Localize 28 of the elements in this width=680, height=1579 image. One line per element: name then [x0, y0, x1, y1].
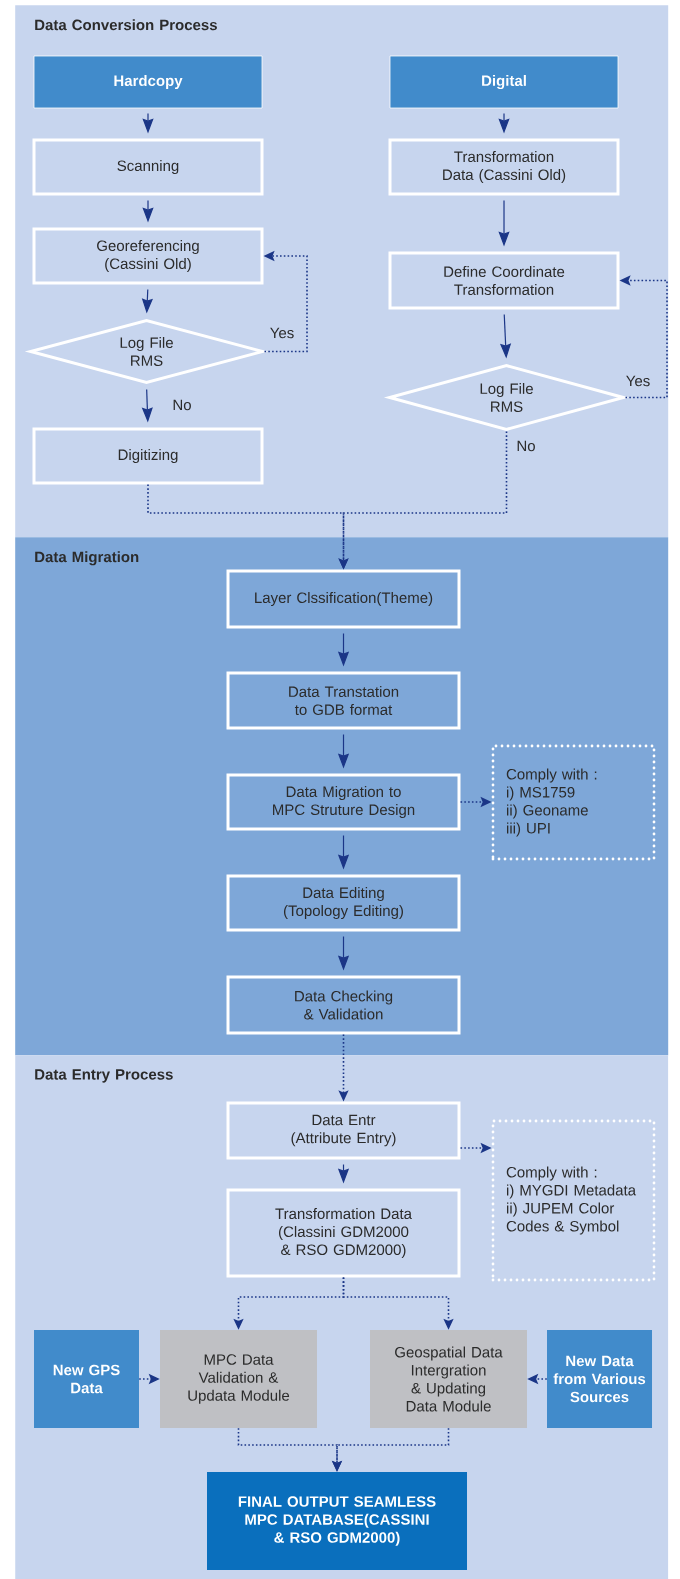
process-box: Data Editing (Topology Editing): [226, 874, 461, 932]
process-box: Define Coordinate Transformation: [388, 251, 620, 310]
process-box: Layer Clssification(Theme): [226, 569, 461, 629]
edge-label: No: [517, 440, 535, 452]
edge-label: No: [173, 399, 191, 411]
process-box: Scanning: [32, 138, 264, 196]
module-box: MPC Data Validation & Updata Module: [160, 1330, 317, 1428]
process-box: Data Checking & Validation: [226, 975, 461, 1035]
section-heading: Data Conversion Process: [35, 19, 217, 31]
category-box: Digital: [389, 55, 619, 109]
process-box: Transformation Data (Cassini Old): [388, 138, 620, 196]
note-box: Comply with : i) MS1759 ii) Geoname iii) UPI: [491, 744, 656, 861]
process-box: Data Entr (Attribute Entry): [226, 1101, 461, 1160]
section-heading: Data Migration: [35, 551, 139, 566]
source-box: New Data from Various Sources: [547, 1330, 652, 1428]
process-box: Transformation Data (Classini GDM2000 & RSO GDM2000): [226, 1188, 461, 1278]
process-box: Data Transtation to GDB format: [226, 671, 461, 730]
section-heading: Data Entry Process: [35, 1069, 173, 1083]
section-band: [15, 537, 669, 1056]
category-box: Hardcopy: [33, 55, 263, 109]
process-box: Georeferencing (Cassini Old): [32, 227, 264, 285]
process-box: Data Migration to MPC Struture Design: [226, 773, 461, 831]
source-box: New GPS Data: [34, 1330, 139, 1428]
note-box: Comply with : i) MYGDI Metadata ii) JUPEM Color Codes & Symbol: [491, 1119, 656, 1282]
process-box: Digitizing: [32, 427, 264, 485]
module-box: Geospatial Data Intergration & Updating Data Module: [370, 1330, 527, 1428]
output-box: FINAL OUTPUT SEAMLESS MPC DATABASE(CASSINI & RSO GDM2000): [207, 1472, 467, 1570]
edge-label: Yes: [270, 327, 294, 339]
